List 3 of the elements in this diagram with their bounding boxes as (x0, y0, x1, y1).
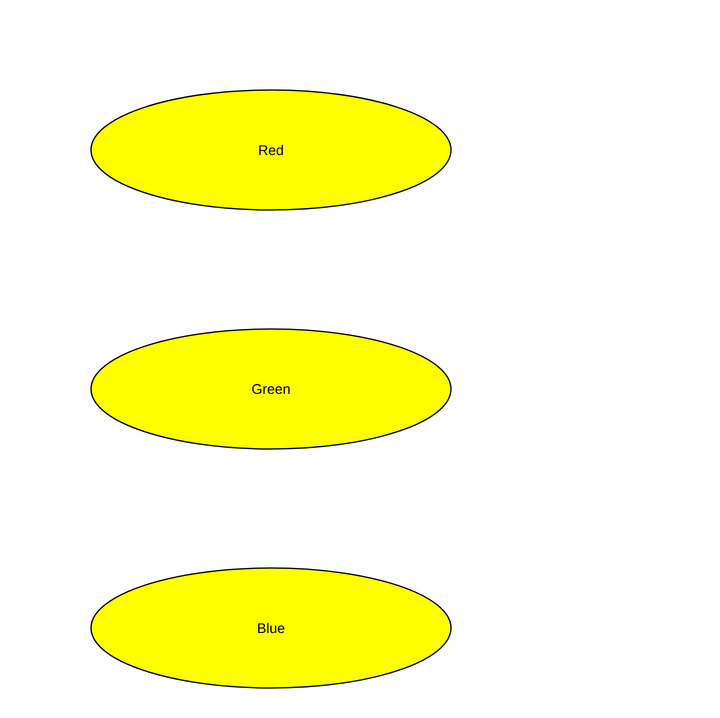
ellipse-node: Red (90, 89, 452, 211)
ellipse-node: Blue (90, 567, 452, 689)
ellipse-node: Green (90, 328, 452, 450)
